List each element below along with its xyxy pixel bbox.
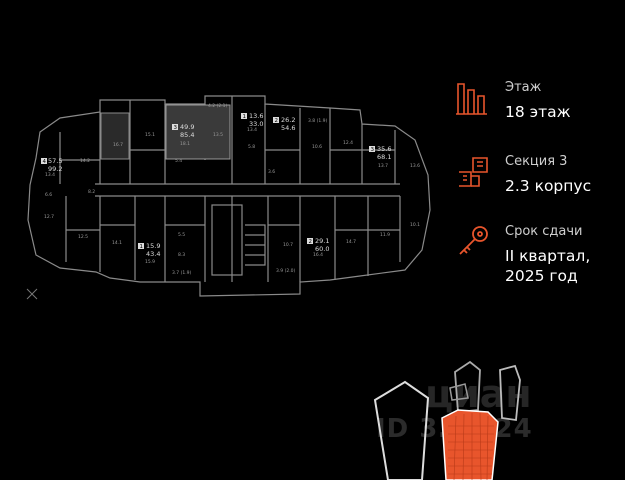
highlighted-tower	[441, 409, 499, 480]
section-value: 2.3 корпус	[505, 177, 592, 195]
floor-plan: 4 57.5 99.2 3 49.9 85.4 1 13.6 33.0 2 26…	[27, 95, 431, 297]
deadline-label: Срок сдачи	[505, 224, 583, 239]
svg-text:68.1: 68.1	[377, 153, 391, 161]
svg-text:54.6: 54.6	[281, 124, 295, 132]
stair-core	[211, 204, 243, 276]
room-label: 14.7	[346, 239, 356, 245]
deadline-value-line1: II квартал,	[505, 247, 591, 265]
svg-text:85.4: 85.4	[180, 131, 194, 139]
room-label: 15.1	[145, 132, 155, 138]
room-label: 16.7	[113, 142, 123, 148]
room-label: 10.7	[283, 242, 293, 248]
room-label: 14.1	[112, 240, 122, 246]
floor-label: Этаж	[505, 80, 542, 95]
room-label: 5.4	[175, 158, 182, 164]
corridor	[95, 183, 400, 197]
unit-badge: 1 15.9 43.4	[138, 242, 160, 258]
selected-unit-3room	[165, 104, 231, 160]
building-outline	[27, 95, 431, 297]
floor-value: 18 этаж	[505, 103, 571, 121]
svg-text:2: 2	[309, 239, 313, 245]
svg-text:49.9: 49.9	[180, 123, 194, 131]
room-label: 13.4	[45, 172, 55, 178]
room-label: 13.7	[378, 163, 388, 169]
room-label: 3.7 (1.9)	[172, 270, 191, 276]
unit-badge: 3 49.9 85.4	[172, 123, 194, 139]
unit-badge: 2 29.1 60.0	[307, 237, 329, 253]
svg-text:99.2: 99.2	[48, 165, 62, 173]
room-label: 12.7	[44, 214, 54, 220]
shaded-unit	[100, 112, 130, 160]
unit-badge: 1 13.6 33.0	[241, 112, 263, 128]
svg-text:1: 1	[140, 244, 144, 250]
svg-text:26.2: 26.2	[281, 116, 295, 124]
unit-badge: 3 35.6 68.1	[369, 145, 391, 161]
key-icon	[459, 226, 488, 255]
svg-text:3: 3	[174, 125, 178, 131]
room-label: 14.2	[80, 158, 90, 164]
room-label: 3.6	[268, 169, 275, 175]
section-blocks-icon	[459, 157, 488, 187]
svg-text:13.6: 13.6	[249, 112, 263, 120]
svg-text:35.6: 35.6	[377, 145, 391, 153]
unit-badge: 4 57.5 99.2	[41, 157, 62, 173]
floor-levels-icon	[456, 83, 487, 115]
room-label: 13.6	[410, 163, 420, 169]
room-label: 6.6	[45, 192, 52, 198]
room-label: 15.9	[145, 259, 155, 265]
room-label: 3.9 (2.0)	[276, 268, 295, 274]
room-label: 12.5	[78, 234, 88, 240]
svg-text:33.0: 33.0	[249, 120, 263, 128]
room-label: 8.3	[178, 252, 185, 258]
deadline-value-line2: 2025 год	[505, 267, 578, 285]
room-label: 5.5	[178, 232, 185, 238]
room-label: 16.4	[313, 252, 323, 258]
room-label: 13.5	[213, 132, 223, 138]
building-illustration	[373, 360, 521, 480]
section-label: Секция 3	[505, 154, 568, 169]
unit-badge: 2 26.2 54.6	[273, 116, 295, 132]
room-label: 5.8	[248, 144, 255, 150]
room-label: 11.9	[380, 232, 390, 238]
room-label: 13.4	[247, 127, 257, 133]
svg-text:43.4: 43.4	[146, 250, 160, 258]
svg-text:2: 2	[275, 118, 279, 124]
svg-text:15.9: 15.9	[146, 242, 160, 250]
svg-text:57.5: 57.5	[48, 157, 62, 165]
svg-text:3: 3	[371, 147, 375, 153]
room-label: 3.8 (1.9)	[308, 118, 327, 124]
svg-text:60.0: 60.0	[315, 245, 329, 253]
svg-text:1: 1	[243, 114, 247, 120]
svg-text:4: 4	[43, 159, 47, 165]
room-label: 10.6	[312, 144, 322, 150]
svg-text:29.1: 29.1	[315, 237, 329, 245]
compass-icon	[26, 288, 38, 300]
room-label: 18.1	[180, 141, 190, 147]
room-label: 10.1	[410, 222, 420, 228]
room-label: 4.2 (2.1)	[208, 103, 227, 109]
room-label: 12.4	[343, 140, 353, 146]
room-label: 8.2	[88, 189, 95, 195]
